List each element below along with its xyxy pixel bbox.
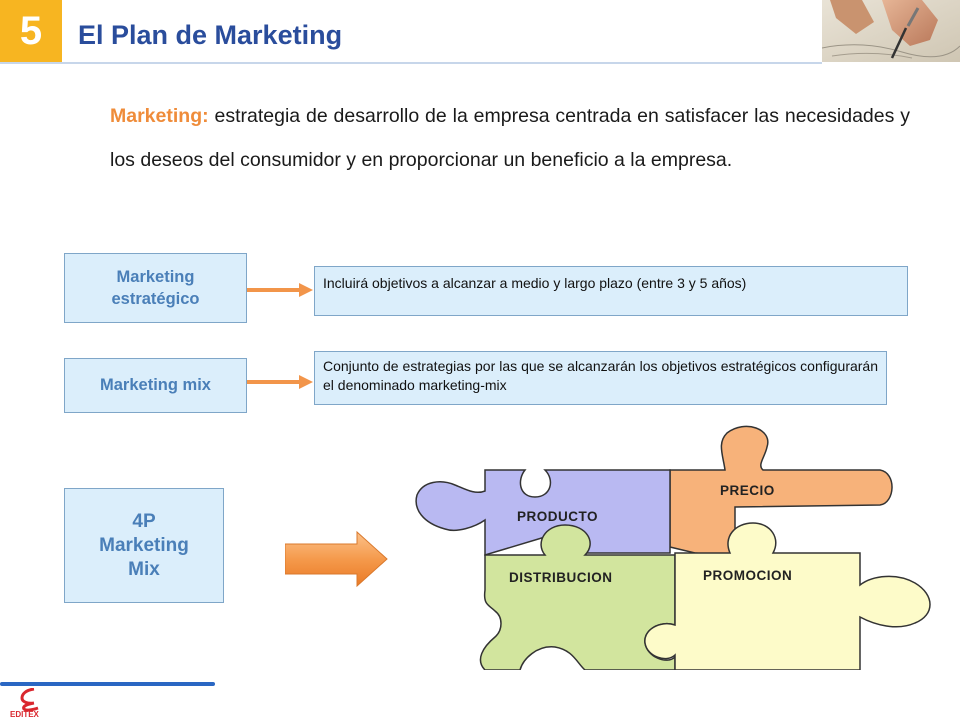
chapter-badge: 5: [0, 0, 62, 62]
title-underline: [0, 62, 822, 64]
definition-term: Marketing:: [110, 105, 209, 127]
puzzle-label-producto: PRODUCTO: [517, 509, 598, 524]
puzzle-piece-promocion: [644, 522, 931, 670]
definition-text: estrategia de desarrollo de la empresa c…: [110, 105, 910, 171]
puzzle-label-distribucion: DISTRIBUCION: [509, 570, 613, 585]
marketing-strategic-label: Marketing estratégico: [111, 268, 200, 308]
chapter-number: 5: [19, 8, 43, 53]
four-p-line-2: Marketing: [99, 534, 189, 556]
puzzle-piece-producto: [415, 469, 671, 557]
page-title: El Plan de Marketing: [78, 20, 343, 50]
puzzle-label-promocion: PROMOCION: [703, 568, 792, 583]
four-p-line-3: Mix: [128, 558, 160, 580]
arrow-right-icon: [247, 283, 313, 297]
four-p-line-1: 4P: [132, 510, 156, 532]
big-arrow-right-icon: [285, 530, 388, 588]
puzzle-piece-precio: [669, 425, 893, 570]
header-photo-writing-hand: [822, 0, 960, 62]
title-bar: [62, 0, 822, 62]
marketing-strategic-description: Incluirá objetivos a alcanzar a medio y …: [314, 266, 908, 316]
arrow-right-icon: [247, 375, 313, 389]
editex-logo-icon: EDITEX: [10, 688, 40, 718]
four-p-puzzle: PRECIO PRODUCTO DISTRIBUCION PROMOCION: [415, 425, 931, 670]
marketing-mix-box: Marketing mix: [64, 358, 247, 413]
marketing-mix-label: Marketing mix: [100, 376, 211, 394]
puzzle-label-precio: PRECIO: [720, 483, 775, 498]
editex-logo-text: EDITEX: [10, 710, 40, 718]
puzzle-piece-distribucion: [479, 524, 676, 670]
marketing-mix-description: Conjunto de estrategias por las que se a…: [314, 351, 887, 405]
marketing-strategic-box: Marketing estratégico: [64, 253, 247, 323]
four-p-marketing-mix-box: 4P Marketing Mix: [64, 488, 224, 603]
footer-line: [0, 682, 215, 686]
writing-hand-photo-icon: [822, 0, 960, 62]
marketing-definition: Marketing: estrategia de desarrollo de l…: [110, 94, 910, 182]
